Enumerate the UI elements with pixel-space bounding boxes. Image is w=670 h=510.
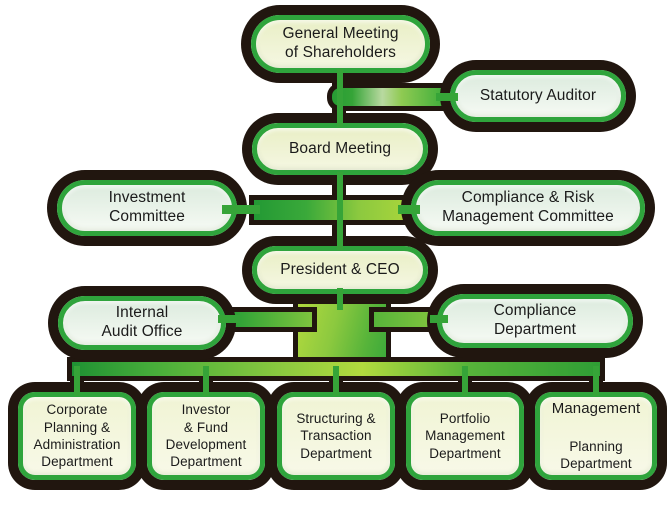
connector-stub-dept-1 — [74, 366, 80, 396]
node-dept-management-planning: Management Planning Department — [535, 392, 657, 480]
node-dept-corporate-planning: Corporate Planning & Administration Depa… — [18, 392, 136, 480]
connector-bar-committees — [254, 200, 404, 220]
node-compliance-department: Compliance Department — [437, 294, 633, 348]
node-board-meeting: Board Meeting — [252, 123, 428, 175]
node-board-meeting-label: Board Meeting — [288, 139, 392, 157]
node-dept-portfolio-management: Portfolio Management Department — [406, 392, 524, 480]
node-dept-portfolio-management-label: Portfolio Management Department — [425, 411, 505, 461]
node-president-ceo-label: President & CEO — [280, 260, 400, 278]
node-investment-committee-label: Investment Committee — [108, 189, 186, 225]
node-dept-corporate-planning-label: Corporate Planning & Administration Depa… — [33, 402, 121, 470]
connector-line-general-board — [337, 69, 343, 127]
node-compliance-risk-committee: Compliance & Risk Management Committee — [411, 180, 645, 236]
node-statutory-auditor: Statutory Auditor — [450, 70, 626, 122]
connector-stub-dept-5 — [593, 366, 599, 396]
node-general-meeting-label: General Meeting of Shareholders — [282, 25, 399, 61]
node-dept-management-planning-label: Management Planning Department — [552, 381, 641, 491]
node-compliance-department-label: Compliance Department — [493, 302, 577, 338]
node-internal-audit-office: Internal Audit Office — [58, 296, 226, 350]
node-compliance-risk-committee-label: Compliance & Risk Management Committee — [442, 189, 614, 225]
node-statutory-auditor-label: Statutory Auditor — [479, 86, 597, 104]
node-dept-management-planning-label-secondary: Planning Department — [560, 438, 632, 471]
node-dept-investor-fund: Investor & Fund Development Department — [147, 392, 265, 480]
connector-stub-internal-audit — [218, 315, 240, 323]
node-dept-structuring-transaction: Structuring & Transaction Department — [277, 392, 395, 480]
connector-stub-compliance-department — [430, 315, 448, 323]
connector-stub-dept-4 — [462, 366, 468, 396]
node-general-meeting: General Meeting of Shareholders — [251, 15, 430, 73]
connector-line-president-trunk — [337, 288, 343, 310]
connector-stub-investment-committee — [222, 205, 260, 214]
connector-stub-compliance-risk-committee — [398, 205, 420, 214]
node-investment-committee: Investment Committee — [57, 180, 237, 236]
node-president-ceo: President & CEO — [252, 246, 428, 294]
connector-bar-internal-audit — [232, 312, 312, 327]
node-dept-investor-fund-label: Investor & Fund Development Department — [165, 402, 247, 470]
connector-stub-dept-2 — [203, 366, 209, 396]
node-dept-structuring-transaction-label: Structuring & Transaction Department — [296, 411, 376, 461]
connector-bar-statutory-auditor — [332, 88, 444, 106]
connector-line-board-president — [337, 172, 343, 250]
connector-trunk — [298, 302, 386, 368]
node-internal-audit-office-label: Internal Audit Office — [101, 304, 183, 340]
node-dept-management-planning-label-primary: Management — [551, 399, 641, 417]
connector-stub-statutory-auditor — [436, 93, 458, 101]
connector-stub-dept-3 — [333, 366, 339, 396]
